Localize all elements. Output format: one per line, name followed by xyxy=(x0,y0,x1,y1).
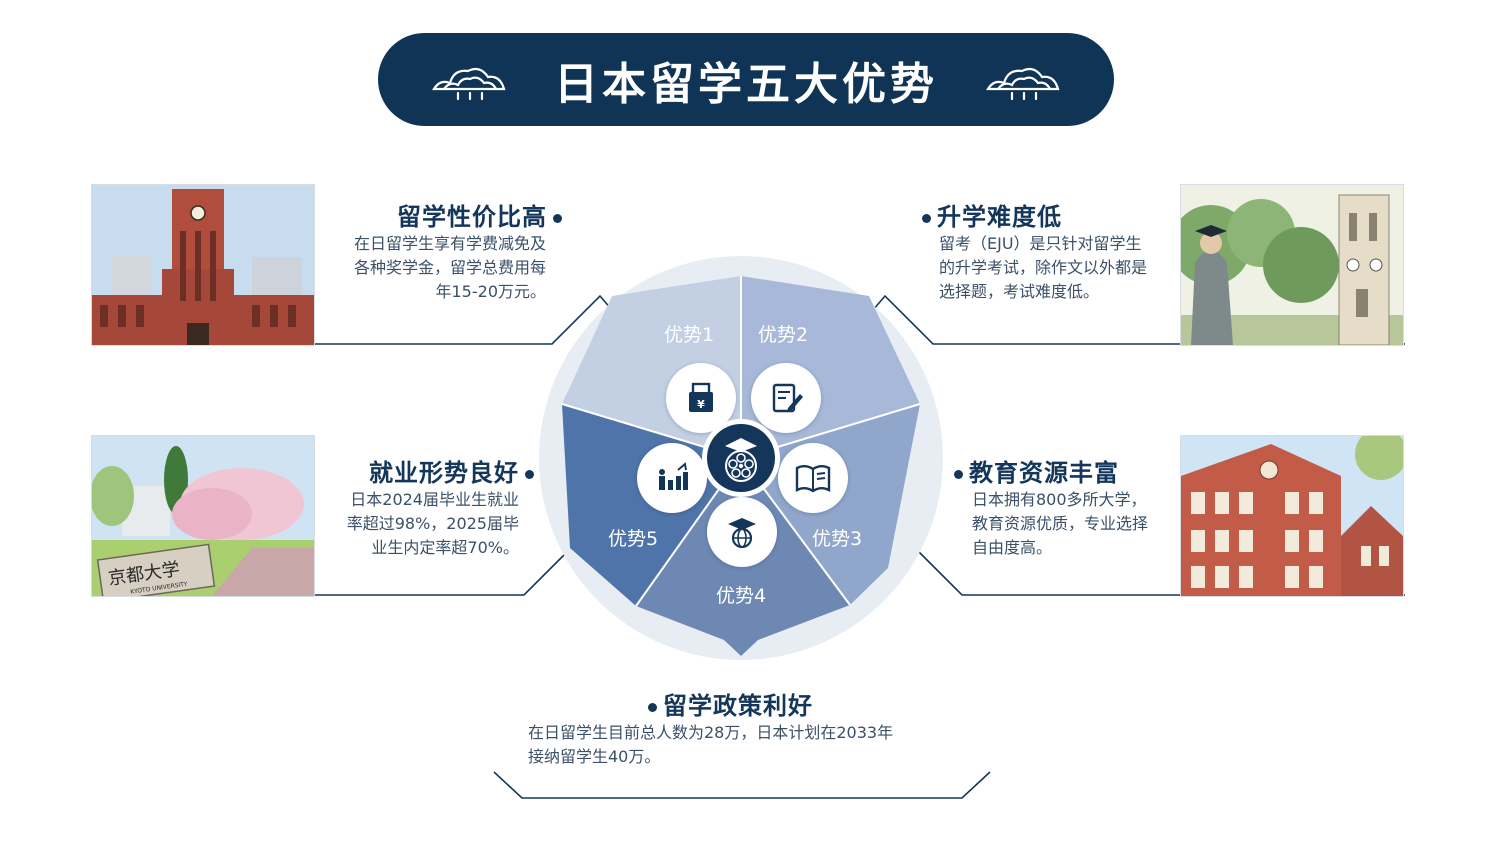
photo-graduate-tower xyxy=(1181,185,1403,345)
svg-text:¥: ¥ xyxy=(697,398,705,411)
segment-label-2: 优势2 xyxy=(758,324,809,346)
open-book-icon[interactable] xyxy=(778,443,848,513)
advantage-4-title: 留学政策利好 xyxy=(642,686,813,721)
photo-red-brick-building xyxy=(1181,436,1403,596)
photo-tokyo-clock-tower xyxy=(92,185,314,345)
career-growth-icon[interactable] xyxy=(637,443,707,513)
graduation-globe-icon[interactable] xyxy=(707,497,777,567)
segment-label-1: 优势1 xyxy=(664,324,715,346)
advantage-3-body: 日本拥有800多所大学， 教育资源优质，专业选择 自由度高。 xyxy=(972,490,1149,557)
advantage-1-body: 在日留学生享有学费减免及 各种奖学金，留学总费用每 年15-20万元。 xyxy=(353,234,546,301)
advantage-2-title: 升学难度低 xyxy=(916,197,1062,232)
sakura-emblem-icon xyxy=(707,424,775,492)
advantage-1-title: 留学性价比高 xyxy=(397,197,568,232)
segment-label-4: 优势4 xyxy=(716,585,767,607)
segment-label-3: 优势3 xyxy=(812,528,863,550)
segment-label-5: 优势5 xyxy=(608,528,659,550)
photo-kyoto-university: 京都大学 KYOTO UNIVERSITY xyxy=(92,436,314,596)
title-banner: 日本留学五大优势 xyxy=(378,33,1114,126)
bullet-dot xyxy=(954,469,963,479)
bullet-dot xyxy=(525,469,534,479)
banner-title: 日本留学五大优势 xyxy=(554,58,938,110)
advantage-4-body: 在日留学生目前总人数为28万，日本计划在2033年 接纳留学生40万。 xyxy=(528,723,894,766)
center-emblem xyxy=(702,419,780,497)
advantage-2-body: 留考（EJU）是只针对留学生 的升学考试，除作文以外都是 选择题，考试难度低。 xyxy=(939,234,1148,301)
exam-paper-icon[interactable] xyxy=(751,363,821,433)
cloud-ornament-right-icon xyxy=(986,67,1060,100)
advantage-5-title: 就业形势良好 xyxy=(369,453,540,488)
connector-advantage-2 xyxy=(872,294,1405,345)
bullet-dot xyxy=(648,702,657,712)
bullet-dot xyxy=(922,213,931,223)
connector-advantage-1 xyxy=(92,294,613,345)
cloud-ornament-left-icon xyxy=(432,67,506,100)
advantage-3-title: 教育资源丰富 xyxy=(948,453,1119,488)
bullet-dot xyxy=(553,213,562,223)
connector-advantage-4 xyxy=(493,771,991,799)
advantage-5-body: 日本2024届毕业生就业 率超过98%，2025届毕 业生内定率超70%。 xyxy=(346,490,519,557)
